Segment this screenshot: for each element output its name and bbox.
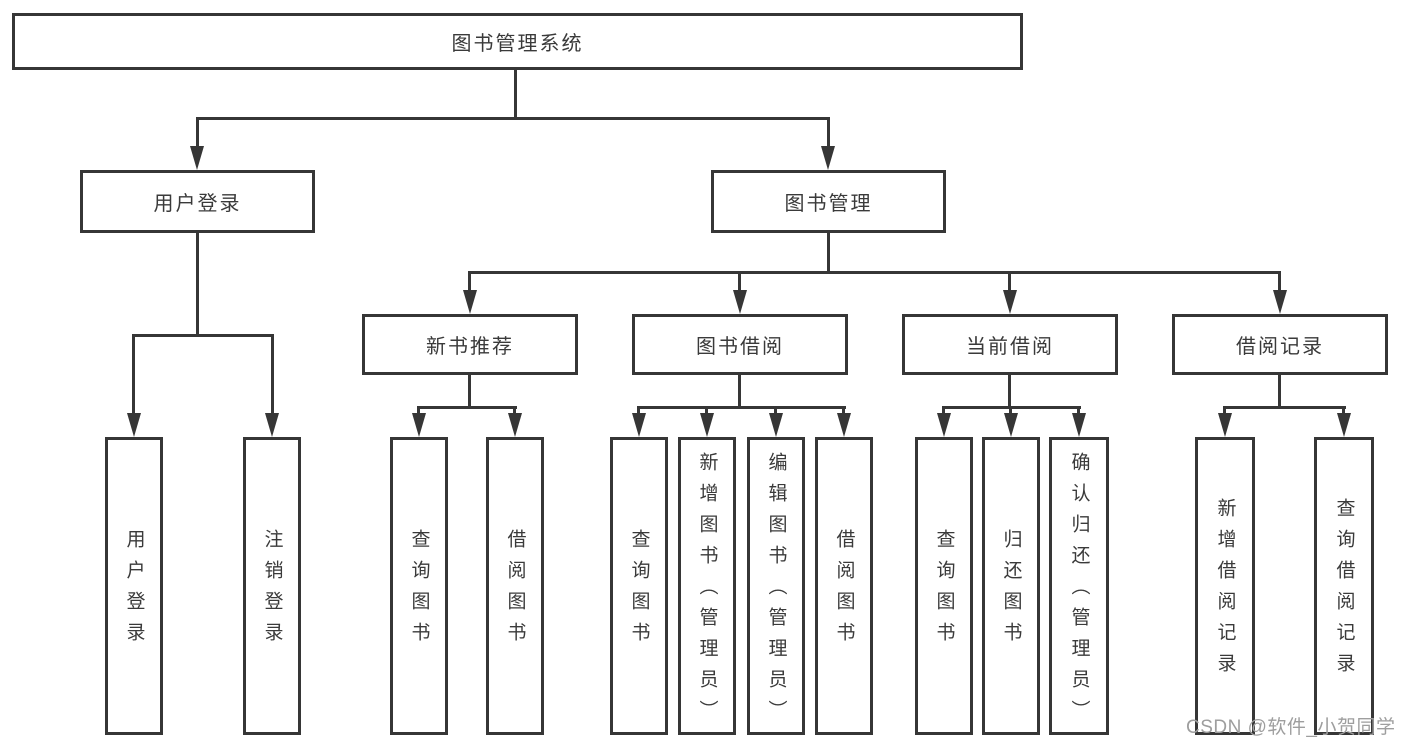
connector-bb-drop-1 bbox=[637, 408, 640, 416]
arrowhead-cb-leaf-2 bbox=[1004, 413, 1018, 437]
connector-bb-stem bbox=[738, 375, 741, 408]
arrowhead-user-leaf-1 bbox=[127, 413, 141, 437]
leaf-new-borrow-books: 借阅图书 bbox=[486, 437, 544, 735]
arrowhead-current-borrow bbox=[1003, 290, 1017, 314]
leaf-new-query-books: 查询图书 bbox=[390, 437, 448, 735]
node-current-borrow: 当前借阅 bbox=[902, 314, 1118, 375]
connector-cb-drop-2 bbox=[1009, 408, 1012, 416]
leaf-cb-confirm-return-admin: 确认归还（管理员） bbox=[1049, 437, 1109, 735]
connector-cb-drop-1 bbox=[942, 408, 945, 416]
connector-new-bar bbox=[417, 406, 517, 409]
arrowhead-bb-leaf-4 bbox=[837, 413, 851, 437]
node-book-mgmt: 图书管理 bbox=[711, 170, 946, 233]
connector-br-stem bbox=[1278, 375, 1281, 408]
arrowhead-bb-leaf-3 bbox=[769, 413, 783, 437]
arrowhead-new-book bbox=[463, 290, 477, 314]
node-book-borrow: 图书借阅 bbox=[632, 314, 848, 375]
leaf-cb-query-books: 查询图书 bbox=[915, 437, 973, 735]
arrowhead-br-leaf-2 bbox=[1337, 413, 1351, 437]
connector-mgmt-drop-3 bbox=[1008, 273, 1011, 292]
leaf-bb-add-books-admin: 新增图书（管理员） bbox=[678, 437, 736, 735]
connector-user-stem bbox=[196, 233, 199, 337]
connector-mgmt-drop-2 bbox=[738, 273, 741, 292]
arrowhead-borrow-record bbox=[1273, 290, 1287, 314]
arrowhead-br-leaf-1 bbox=[1218, 413, 1232, 437]
arrowhead-bb-leaf-1 bbox=[632, 413, 646, 437]
arrowhead-user-leaf-2 bbox=[265, 413, 279, 437]
leaf-br-query-record: 查询借阅记录 bbox=[1314, 437, 1374, 735]
connector-mgmt-stem bbox=[827, 233, 830, 274]
connector-mgmt-drop-1 bbox=[468, 273, 471, 292]
node-new-book-rec: 新书推荐 bbox=[362, 314, 578, 375]
connector-user-drop-1 bbox=[132, 336, 135, 415]
arrowhead-bb-leaf-2 bbox=[700, 413, 714, 437]
connector-br-drop-2 bbox=[1342, 408, 1345, 416]
leaf-logout: 注销登录 bbox=[243, 437, 301, 735]
node-user-login: 用户登录 bbox=[80, 170, 315, 233]
connector-bb-drop-2 bbox=[705, 408, 708, 416]
connector-new-drop-1 bbox=[417, 408, 420, 416]
connector-user-drop-2 bbox=[271, 336, 274, 415]
connector-cb-drop-3 bbox=[1077, 408, 1080, 416]
leaf-bb-edit-books-admin: 编辑图书（管理员） bbox=[747, 437, 805, 735]
connector-cb-bar bbox=[942, 406, 1081, 409]
connector-br-bar bbox=[1223, 406, 1346, 409]
arrowhead-new-leaf-1 bbox=[412, 413, 426, 437]
node-borrow-record: 借阅记录 bbox=[1172, 314, 1388, 375]
leaf-user-login: 用户登录 bbox=[105, 437, 163, 735]
leaf-br-add-record: 新增借阅记录 bbox=[1195, 437, 1255, 735]
connector-new-drop-2 bbox=[513, 408, 516, 416]
node-root-system: 图书管理系统 bbox=[12, 13, 1023, 70]
connector-user-bar bbox=[132, 334, 274, 337]
connector-root-drop-right bbox=[827, 119, 830, 149]
arrowhead-book-mgmt bbox=[821, 146, 835, 170]
connector-root-stem bbox=[514, 68, 517, 120]
connector-cb-stem bbox=[1008, 375, 1011, 408]
connector-root-drop-left bbox=[196, 119, 199, 149]
connector-br-drop-1 bbox=[1223, 408, 1226, 416]
connector-mgmt-drop-4 bbox=[1278, 273, 1281, 292]
arrowhead-user-login bbox=[190, 146, 204, 170]
csdn-watermark: CSDN @软件_小贺同学 bbox=[1186, 717, 1396, 738]
connector-bb-drop-4 bbox=[842, 408, 845, 416]
leaf-bb-borrow-books: 借阅图书 bbox=[815, 437, 873, 735]
connector-bb-bar bbox=[637, 406, 846, 409]
arrowhead-new-leaf-2 bbox=[508, 413, 522, 437]
arrowhead-cb-leaf-1 bbox=[937, 413, 951, 437]
arrowhead-book-borrow bbox=[733, 290, 747, 314]
connector-root-bar bbox=[196, 117, 830, 120]
leaf-bb-query-books: 查询图书 bbox=[610, 437, 668, 735]
connector-bb-drop-3 bbox=[774, 408, 777, 416]
connector-mgmt-bar bbox=[468, 271, 1281, 274]
leaf-cb-return-books: 归还图书 bbox=[982, 437, 1040, 735]
connector-new-stem bbox=[468, 375, 471, 408]
arrowhead-cb-leaf-3 bbox=[1072, 413, 1086, 437]
